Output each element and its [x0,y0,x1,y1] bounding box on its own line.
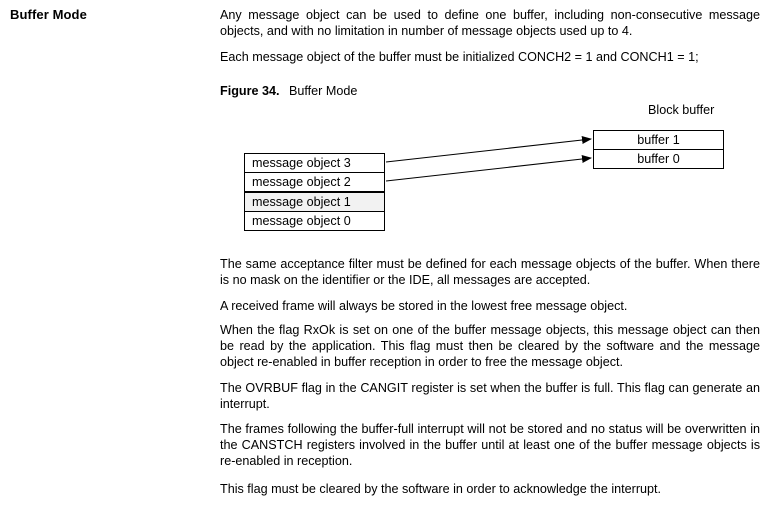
arrow-mo3-to-buffer1 [385,136,592,163]
figure-number: Figure 34. [220,84,280,98]
message-object-0-box: message object 0 [244,211,385,231]
message-object-1-box: message object 1 [244,192,385,212]
body-paragraph-4: The OVRBUF flag in the CANGIT register i… [220,381,760,411]
message-object-2-box: message object 2 [244,172,385,192]
block-buffer-label: Block buffer [648,103,715,117]
body-paragraph-1: The same acceptance filter must be defin… [220,257,760,287]
buffer-1-box: buffer 1 [593,130,724,150]
message-object-3-box: message object 3 [244,153,385,173]
arrow-mo2-to-buffer0 [385,155,592,182]
intro-paragraph-1: Any message object can be used to define… [220,8,760,38]
buffer-0-box: buffer 0 [593,149,724,169]
section-heading: Buffer Mode [10,7,87,22]
body-paragraph-2: A received frame will always be stored i… [220,299,628,313]
body-paragraph-5: The frames following the buffer-full int… [220,422,760,468]
intro-paragraph-2: Each message object of the buffer must b… [220,50,699,64]
body-paragraph-3: When the flag RxOk is set on one of the … [220,323,760,369]
figure-title: Buffer Mode [289,84,358,98]
figure-caption: Figure 34. Buffer Mode [220,83,357,99]
body-paragraph-6: This flag must be cleared by the softwar… [220,482,662,496]
